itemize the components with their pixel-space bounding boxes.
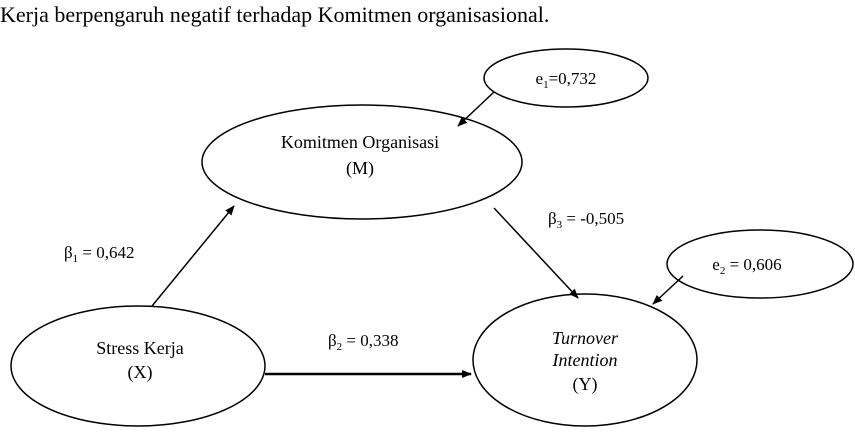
error-e1-label: e1=0,732: [536, 69, 597, 91]
coef-b1-label: β1 = 0,642: [64, 243, 135, 265]
error-e2-value: = 0,606: [725, 255, 781, 274]
coef-b2-subscript: 2: [337, 341, 343, 353]
node-stress-kerja: [10, 305, 266, 427]
coef-b3-label: β3 = -0,505: [548, 209, 624, 231]
node-y-code: (Y): [573, 374, 598, 395]
intro-text: Kerja berpengaruh negatif terhadap Komit…: [0, 2, 550, 27]
coef-b3-value: = -0,505: [562, 209, 624, 228]
error-e1-subscript: 1: [543, 79, 549, 91]
node-m-code: (M): [346, 158, 374, 179]
coef-b3-subscript: 3: [557, 219, 563, 231]
arrow-e1-to-m: [457, 91, 495, 127]
error-e1-node: [483, 48, 649, 108]
coef-b3-symbol: β: [548, 209, 557, 228]
coef-b2-symbol: β: [328, 331, 337, 350]
coef-b1-symbol: β: [64, 243, 73, 262]
arrow-e2-to-y: [652, 275, 684, 305]
node-m-label: Komitmen Organisasi: [281, 132, 439, 152]
error-e1-symbol: e: [536, 69, 544, 88]
node-y-label-line2: Intention: [552, 350, 618, 370]
coef-b1-value: = 0,642: [78, 243, 134, 262]
error-e2-node: [666, 229, 854, 299]
coef-b2-value: = 0,338: [342, 331, 398, 350]
error-e2-subscript: 2: [720, 265, 726, 277]
node-y-label-line1: Turnover: [552, 328, 619, 348]
arrow-x-to-m: [151, 205, 235, 307]
error-e2-label: e2 = 0,606: [712, 255, 781, 277]
node-turnover-intention: [472, 293, 698, 427]
node-x-label: Stress Kerja: [96, 338, 183, 358]
coef-b2-label: β2 = 0,338: [328, 331, 399, 353]
node-komitmen-organisasi: [201, 104, 523, 220]
coef-b1-subscript: 1: [73, 253, 79, 265]
node-x-code: (X): [128, 362, 153, 383]
error-e2-symbol: e: [712, 255, 720, 274]
error-e1-value: =0,732: [549, 69, 597, 88]
arrow-m-to-y: [493, 207, 579, 299]
